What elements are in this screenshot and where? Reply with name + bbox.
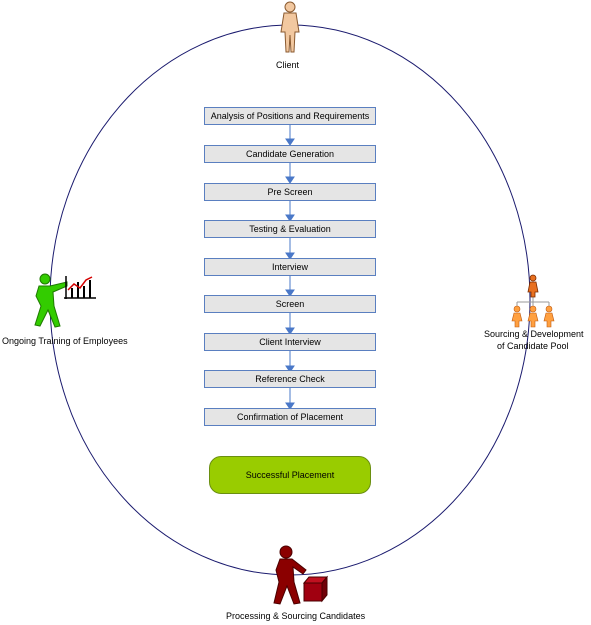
step-testing-evaluation: Testing & Evaluation	[204, 220, 376, 238]
arrow-7	[285, 351, 295, 373]
arrow-4	[285, 238, 295, 260]
team-member-icon-1	[511, 305, 523, 328]
team-hierarchy-icon	[511, 274, 555, 328]
client-label: Client	[276, 60, 300, 70]
arrow-5	[285, 275, 295, 297]
step-pre-screen: Pre Screen	[204, 183, 376, 201]
step-screen: Screen	[204, 295, 376, 313]
step-arrows	[285, 124, 295, 410]
hierarchy-lines	[516, 296, 550, 306]
team-member-icon-3	[543, 305, 555, 328]
sourcing-label-line1: Sourcing & Development	[484, 329, 584, 339]
arrow-2	[285, 162, 295, 184]
person-with-box-icon	[273, 545, 329, 605]
step-client-interview: Client Interview	[204, 333, 376, 351]
arrow-6	[285, 313, 295, 335]
arrow-1	[285, 124, 295, 146]
step-confirmation: Confirmation of Placement	[204, 408, 376, 426]
step-analysis: Analysis of Positions and Requirements	[204, 107, 376, 125]
sourcing-label-line2: of Candidate Pool	[497, 341, 569, 351]
training-label: Ongoing Training of Employees	[2, 336, 128, 346]
step-interview: Interview	[204, 258, 376, 276]
box-icon	[302, 575, 329, 603]
presenter-figure	[34, 273, 68, 328]
processing-label: Processing & Sourcing Candidates	[226, 611, 366, 621]
arrow-8	[285, 388, 295, 410]
step-candidate-generation: Candidate Generation	[204, 145, 376, 163]
arrow-3	[285, 200, 295, 222]
successful-placement-box: Successful Placement	[209, 456, 371, 494]
client-person-icon	[280, 1, 300, 53]
worker-figure	[273, 545, 307, 605]
manager-person-icon	[527, 274, 539, 298]
step-reference-check: Reference Check	[204, 370, 376, 388]
presenter-with-chart-icon	[34, 273, 96, 328]
team-member-icon-2	[527, 305, 539, 328]
chart-board-icon	[64, 276, 96, 299]
